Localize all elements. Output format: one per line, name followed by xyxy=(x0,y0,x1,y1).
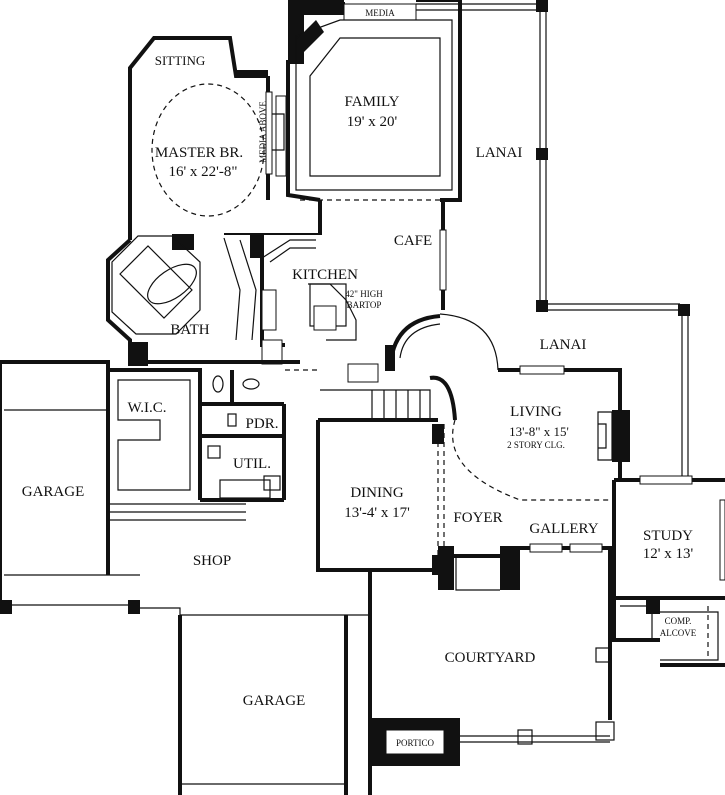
label-bartop-2: BARTOP xyxy=(347,300,382,310)
study-walls xyxy=(612,475,725,667)
label-comp-2: ALCOVE xyxy=(660,628,697,638)
label-dining-size: 13'-4' x 17' xyxy=(344,505,410,521)
label-living-size: 13'-8" x 15' xyxy=(509,424,569,439)
courtyard-walls xyxy=(372,548,615,766)
kitchen-cafe-walls xyxy=(224,199,447,383)
label-foyer: FOYER xyxy=(453,510,502,526)
service-rooms xyxy=(108,368,286,502)
master-bedroom-walls xyxy=(128,36,273,240)
label-living: LIVING xyxy=(510,404,562,420)
label-sitting: SITTING xyxy=(155,53,206,68)
label-study-size: 12' x 13' xyxy=(643,546,694,562)
label-bartop-1: 42" HIGH xyxy=(345,289,383,299)
label-media-above: MEDIA ABOVE xyxy=(258,101,268,163)
lanai-railings xyxy=(416,0,690,480)
label-lanai-upper: LANAI xyxy=(476,145,523,161)
label-garage-bottom: GARAGE xyxy=(243,693,306,709)
label-master-size: 16' x 22'-8" xyxy=(168,164,237,180)
living-room-walls xyxy=(452,365,630,501)
shop-walls xyxy=(140,570,372,795)
label-bath: BATH xyxy=(170,322,209,338)
label-cafe: CAFE xyxy=(394,233,432,249)
bottom-garage-walls xyxy=(178,615,348,795)
label-courtyard: COURTYARD xyxy=(445,650,536,666)
label-gallery: GALLERY xyxy=(529,521,598,537)
label-dining: DINING xyxy=(350,485,403,501)
label-portico: PORTICO xyxy=(396,738,434,748)
label-media: MEDIA xyxy=(365,8,395,18)
label-master: MASTER BR. xyxy=(155,145,243,161)
label-shop: SHOP xyxy=(193,553,231,569)
stair-curve xyxy=(320,313,499,421)
label-study: STUDY xyxy=(643,528,693,544)
label-kitchen: KITCHEN xyxy=(292,267,358,283)
label-wic: W.I.C. xyxy=(127,400,166,416)
label-comp-1: COMP. xyxy=(665,616,692,626)
room-labels: MEDIA SITTING FAMILY 19' x 20' MASTER BR… xyxy=(22,8,697,748)
label-living-note: 2 STORY CLG. xyxy=(507,440,565,450)
label-family: FAMILY xyxy=(345,94,400,110)
family-room-walls xyxy=(272,0,462,202)
label-util: UTIL. xyxy=(233,456,271,472)
left-garage-walls xyxy=(0,360,246,614)
label-lanai-lower: LANAI xyxy=(540,337,587,353)
label-garage-left: GARAGE xyxy=(22,484,85,500)
label-family-size: 19' x 20' xyxy=(347,114,398,130)
bath-walls xyxy=(106,234,300,366)
label-pdr: PDR. xyxy=(246,416,279,432)
